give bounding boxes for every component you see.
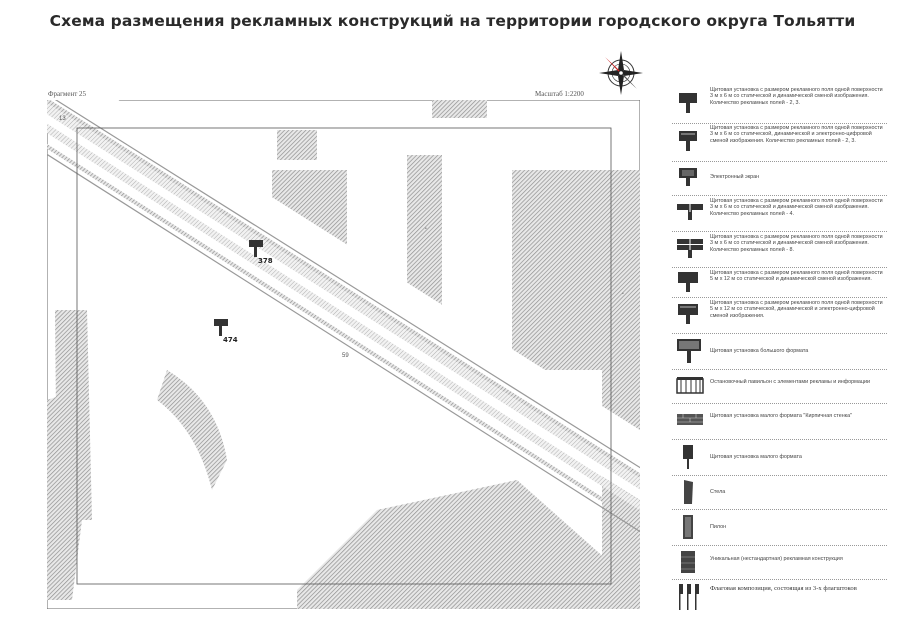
billboard-8-fields-icon	[677, 237, 703, 258]
legend-text: Пилон	[710, 524, 727, 530]
legend-item: Щитовая установка большого формата	[672, 333, 887, 370]
legend-item: Щитовая установка с размером рекламного …	[672, 297, 887, 334]
electronic-screen-icon	[679, 168, 697, 186]
building-block	[47, 390, 82, 600]
building-block	[157, 370, 227, 490]
legend-text: Щитовая установка малого формата "Кирпич…	[710, 413, 853, 419]
legend-text: Щитовая установка с размером рекламного …	[710, 270, 883, 283]
large-format-billboard-icon	[677, 339, 701, 363]
legend-text: Остановочный павильон с элементами рекла…	[710, 379, 870, 385]
billboard-5x12-icon	[678, 272, 698, 292]
legend-item: Щитовая установка с размером рекламного …	[672, 123, 887, 162]
billboard-4-fields-icon	[677, 202, 703, 220]
ad-marker-label: 378	[258, 257, 273, 265]
map-dot: •	[425, 226, 427, 232]
bus-stop-pavilion-icon	[676, 377, 704, 394]
compass-rose-icon	[599, 51, 643, 95]
legend-text: Щитовая установка большого формата	[710, 348, 809, 354]
legend-text: Щитовая установка с размером рекламного …	[710, 198, 883, 217]
legend-text: Флаговая композиция, состоящая из 3-х фл…	[710, 585, 857, 592]
legend-item: Щитовая установка с размером рекламного …	[672, 231, 887, 268]
legend-item: Электронный экран	[672, 161, 887, 196]
zone-label: 59	[342, 353, 349, 359]
billboard-3x6-icon	[679, 93, 697, 113]
pylon-icon	[683, 515, 693, 539]
scale-label: Масштаб 1:2200	[535, 90, 584, 98]
billboard-5x12-digital-icon	[678, 304, 698, 324]
legend-item: Щитовая установка с размером рекламного …	[672, 85, 887, 124]
building-block	[432, 100, 487, 118]
map-dot: •	[622, 291, 624, 297]
legend-item: Стела	[672, 475, 887, 510]
corner-label: 13	[59, 116, 66, 122]
legend-text: Стела	[710, 489, 726, 495]
legend-item: Остановочный павильон с элементами рекла…	[672, 369, 887, 404]
legend-text: Щитовая установка малого формата	[710, 454, 802, 460]
building-block	[297, 480, 607, 609]
legend-item: Флаговая композиция, состоящая из 3-х фл…	[672, 579, 887, 617]
legend-item: Пилон	[672, 509, 887, 546]
brick-wall-sign-icon	[677, 414, 703, 425]
map-title: Схема размещения рекламных конструкций н…	[49, 12, 856, 30]
legend-text: Щитовая установка с размером рекламного …	[710, 87, 883, 106]
billboard-3x6-digital-icon	[679, 131, 697, 151]
fragment-label: Фрагмент 25	[48, 90, 87, 98]
legend-item: Щитовая установка малого формата "Кирпич…	[672, 403, 887, 440]
legend-text: Щитовая установка с размером рекламного …	[710, 300, 883, 319]
building-block	[512, 170, 640, 460]
legend-item: Щитовая установка малого формата	[672, 439, 887, 476]
map-canvas[interactable]: 13 59 • • 378 474	[47, 100, 640, 609]
legend-text: Щитовая установка с размером рекламного …	[710, 125, 883, 144]
stele-icon	[684, 480, 693, 504]
legend-item: Щитовая установка с размером рекламного …	[672, 267, 887, 298]
legend-text: Уникальная (нестандартная) рекламная кон…	[710, 556, 843, 562]
unique-construction-icon	[681, 551, 695, 573]
legend-item: Уникальная (нестандартная) рекламная кон…	[672, 545, 887, 580]
building-block	[407, 155, 442, 315]
map-legend: Щитовая установка с размером рекламного …	[672, 85, 887, 620]
small-format-sign-icon	[683, 445, 693, 469]
ad-marker-474[interactable]: 474	[214, 319, 238, 344]
legend-text: Щитовая установка с размером рекламного …	[710, 234, 883, 253]
building-block	[277, 130, 317, 160]
ad-marker-378[interactable]: 378	[249, 240, 273, 265]
legend-item: Щитовая установка с размером рекламного …	[672, 195, 887, 232]
legend-text: Электронный экран	[710, 174, 760, 180]
flag-composition-icon	[679, 584, 699, 610]
ad-marker-label: 474	[223, 336, 238, 344]
